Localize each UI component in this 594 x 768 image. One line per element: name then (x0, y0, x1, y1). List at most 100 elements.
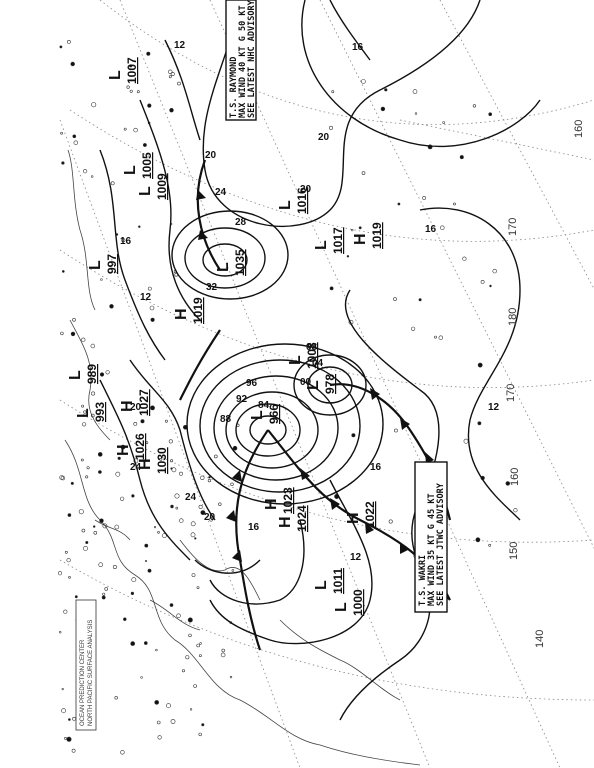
station-marker (70, 331, 76, 337)
high-pressure-symbol: H (173, 308, 190, 320)
low-pressure-symbol: L (305, 380, 322, 390)
station-marker (144, 559, 148, 563)
station-marker (200, 510, 206, 515)
station-marker (112, 564, 117, 569)
raymond-wind: MAX WIND 40 KT G 50 KT (238, 5, 248, 118)
low-pressure-symbol: L (215, 262, 232, 272)
isobar-label: 24 (215, 187, 227, 198)
isobars (99, 0, 541, 721)
central-pressure-value: 989 (85, 364, 99, 384)
longitude-label: 160 (573, 120, 585, 138)
station-marker (351, 433, 356, 438)
station-marker (412, 89, 418, 94)
station-marker (61, 270, 65, 273)
station-marker (131, 577, 137, 583)
station-marker (185, 655, 190, 660)
high-pressure-symbol: H (137, 458, 154, 470)
isobar-label: 24 (130, 462, 142, 473)
station-marker (393, 428, 398, 433)
station-marker (67, 40, 71, 44)
station-marker (60, 331, 64, 336)
station-marker (138, 225, 141, 228)
low-pressure-symbol: L (333, 602, 350, 612)
station-marker (190, 521, 196, 527)
isobar-label: 88 (220, 414, 232, 425)
front-barbs (196, 190, 438, 580)
station-marker (66, 736, 72, 742)
station-marker (91, 102, 97, 108)
low-pressure-symbol: L (137, 186, 154, 196)
station-marker (179, 518, 184, 523)
station-marker (129, 64, 133, 68)
station-marker (60, 475, 66, 481)
high-pressure-symbol: H (345, 512, 362, 524)
station-marker (64, 550, 68, 554)
central-pressure-value: 997 (105, 254, 119, 274)
station-marker (434, 335, 437, 339)
low-pressure-symbol: L (313, 580, 330, 590)
station-marker (61, 687, 64, 691)
station-marker (492, 268, 497, 274)
station-marker (230, 482, 234, 486)
station-marker (331, 90, 335, 94)
isobar-label: 08 (306, 342, 318, 353)
station-marker (477, 421, 482, 426)
station-marker (66, 558, 71, 563)
station-marker (380, 106, 386, 112)
station-marker (81, 337, 86, 342)
station-marker (411, 326, 416, 331)
station-marker (157, 735, 162, 740)
station-marker (171, 467, 177, 473)
station-marker (136, 90, 140, 94)
station-marker (68, 718, 71, 721)
station-marker (114, 696, 118, 700)
station-marker (146, 51, 151, 56)
central-pressure-value: 1019 (370, 222, 384, 249)
station-marker (442, 121, 446, 124)
low-pressure-symbol: L (87, 260, 104, 270)
station-marker (232, 445, 238, 451)
longitude-label: 170 (505, 384, 517, 402)
station-marker (104, 587, 108, 591)
station-marker (85, 540, 89, 544)
low-pressure-symbol: L (75, 408, 92, 418)
station-marker (144, 543, 149, 548)
station-marker (196, 586, 200, 590)
longitude-label: 160 (509, 468, 521, 486)
station-marker (384, 88, 388, 92)
wakri-wind: MAX WIND 35 KT G 45 KT (427, 493, 437, 606)
station-marker (513, 508, 518, 513)
station-marker (64, 737, 67, 740)
station-marker (115, 471, 121, 477)
station-marker (209, 517, 214, 522)
station-marker (105, 370, 110, 375)
station-marker (71, 748, 76, 753)
station-marker (329, 286, 334, 291)
isobar-label: 12 (350, 552, 362, 563)
station-marker (170, 719, 176, 724)
central-pressure-value: 966 (267, 404, 281, 424)
station-marker (129, 89, 133, 93)
station-marker (170, 504, 174, 509)
station-marker (57, 571, 63, 576)
station-marker (156, 720, 161, 725)
station-marker (164, 419, 168, 423)
central-pressure-value: 1017 (331, 227, 345, 254)
station-marker (168, 439, 173, 444)
high-pressure-symbol: H (277, 516, 294, 528)
station-marker (477, 362, 483, 368)
isobar-label: 12 (140, 292, 152, 303)
station-marker (81, 422, 87, 427)
station-marker (328, 125, 333, 130)
station-marker (475, 537, 481, 543)
low-pressure-symbol: L (277, 200, 294, 210)
station-marker (140, 419, 145, 424)
central-pressure-value: 1027 (137, 389, 151, 416)
